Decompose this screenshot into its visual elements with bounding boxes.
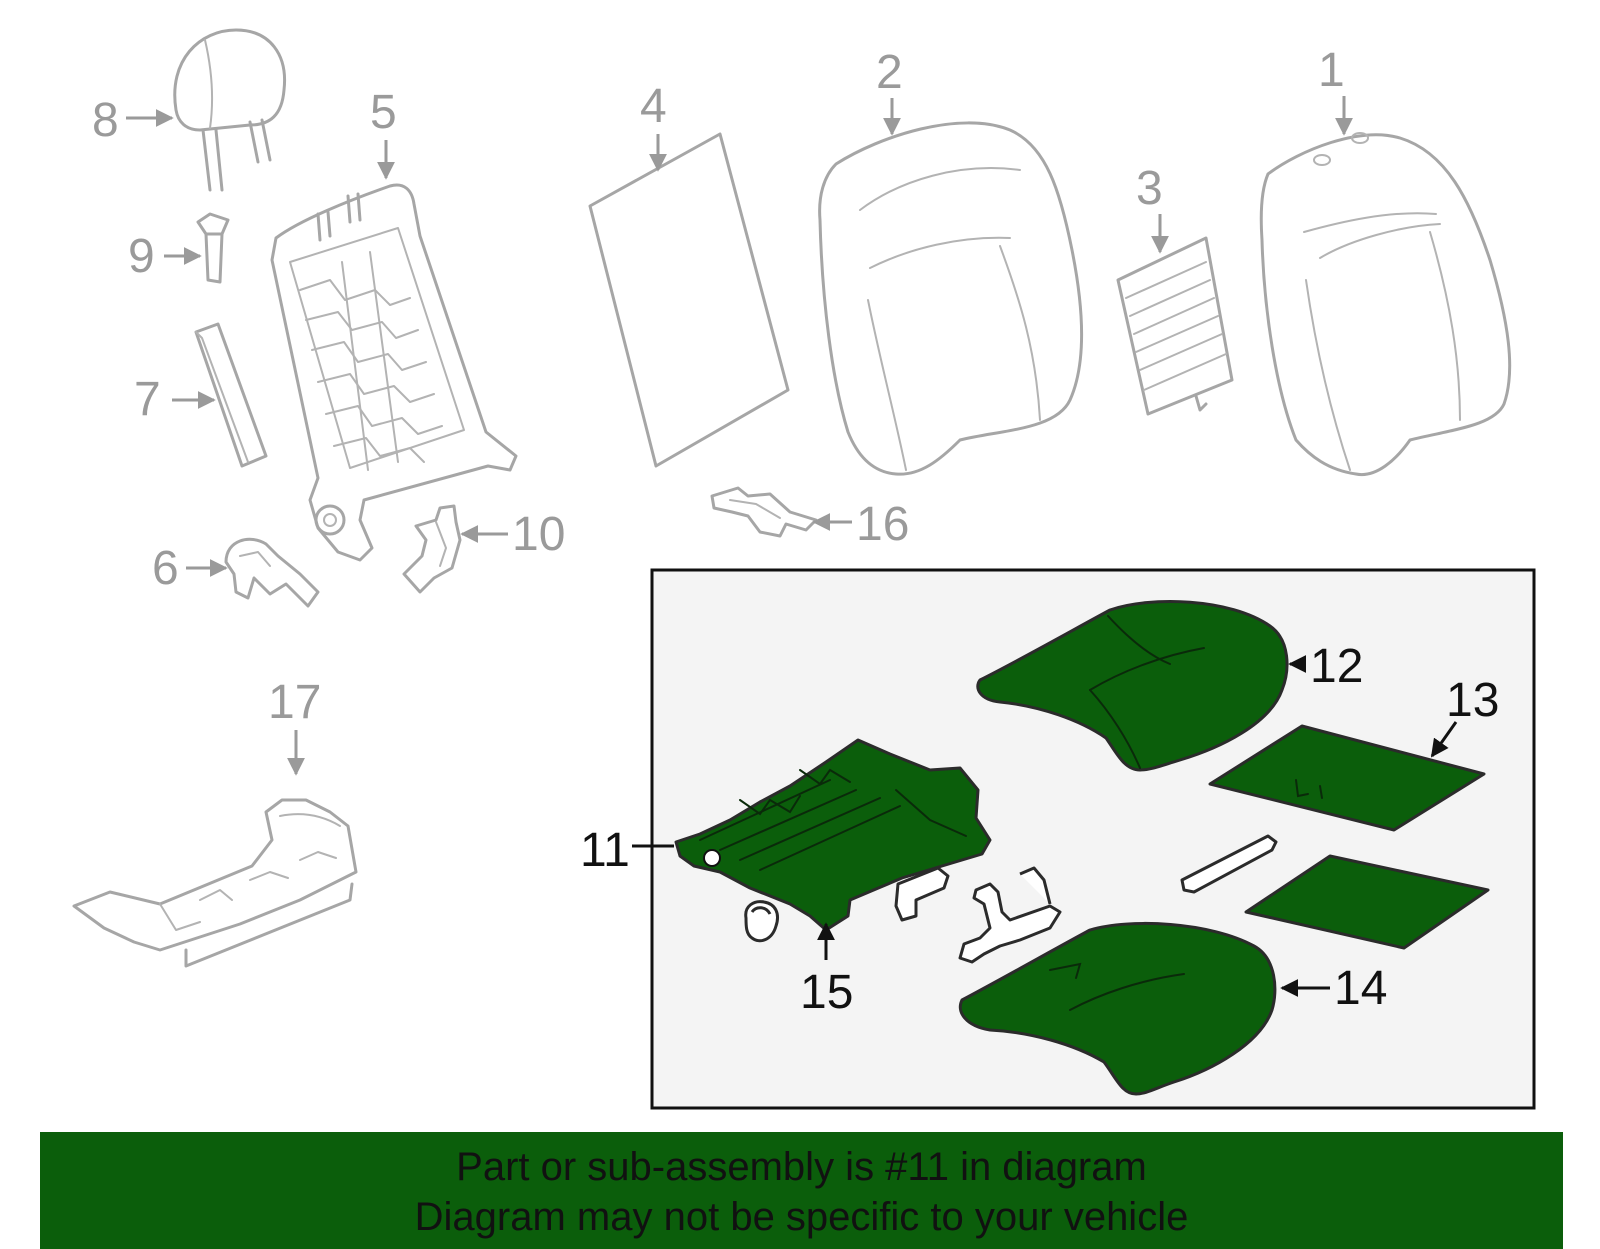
callout-9: 9 — [128, 230, 155, 283]
callout-11: 11 — [580, 824, 630, 877]
part-1-seatback-cover[interactable] — [1259, 132, 1512, 477]
callout-12: 12 — [1310, 640, 1363, 693]
part-5-seatback-frame[interactable] — [270, 183, 518, 562]
part-11-cushion-frame[interactable] — [674, 738, 992, 932]
part-9-headrest-guide[interactable] — [196, 212, 230, 284]
callout-13: 13 — [1446, 674, 1499, 727]
leader-13 — [1430, 721, 1458, 758]
callout-6: 6 — [152, 542, 179, 595]
callout-17: 17 — [268, 676, 321, 729]
callout-5: 5 — [370, 86, 397, 139]
part-2-seatback-pad[interactable] — [818, 121, 1084, 476]
callout-3: 3 — [1136, 162, 1163, 215]
disclaimer-banner: Part or sub-assembly is #11 in diagram D… — [40, 1132, 1563, 1249]
part-7-trim[interactable] — [194, 322, 268, 468]
callout-14: 14 — [1334, 962, 1387, 1015]
callout-7: 7 — [134, 373, 161, 426]
callout-10: 10 — [512, 508, 565, 561]
banner-line-2: Diagram may not be specific to your vehi… — [414, 1195, 1189, 1239]
callout-4: 4 — [640, 80, 667, 133]
hardware-bracket[interactable] — [894, 866, 950, 922]
part-12-cushion-cover[interactable] — [976, 600, 1289, 772]
callout-8: 8 — [92, 94, 119, 147]
hardware-harness[interactable] — [958, 866, 1062, 964]
part-10-bracket[interactable] — [402, 504, 462, 594]
callout-15: 15 — [800, 966, 853, 1019]
callout-1: 1 — [1318, 44, 1345, 97]
banner-line-1: Part or sub-assembly is #11 in diagram — [456, 1145, 1147, 1189]
hardware-rod[interactable] — [1180, 834, 1278, 894]
part-13-heater-mat-lower[interactable] — [1244, 854, 1490, 950]
part-8-headrest[interactable] — [173, 28, 287, 192]
part-3-heater-mat[interactable] — [1116, 236, 1234, 416]
part-14-cushion-pad[interactable] — [958, 921, 1277, 1096]
part-4-panel[interactable] — [588, 132, 790, 468]
part-16-clip[interactable] — [710, 486, 818, 538]
callout-16: 16 — [856, 498, 909, 551]
part-13-heater-mat-upper[interactable] — [1208, 724, 1486, 832]
part-15-fastener[interactable] — [744, 900, 779, 943]
part-6-bracket[interactable] — [224, 537, 320, 608]
callout-2: 2 — [876, 46, 903, 99]
part-17-track-cover[interactable] — [72, 798, 358, 968]
